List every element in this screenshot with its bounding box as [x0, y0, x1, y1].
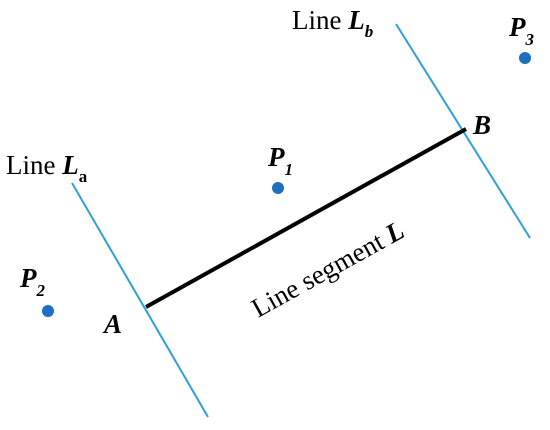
- line-la-label-sub: a: [79, 167, 88, 186]
- point-p2-label-sub: 2: [36, 281, 46, 300]
- line-lb-label: Line Lb: [292, 5, 373, 41]
- line-lb-label-sub: b: [365, 22, 374, 41]
- point-p3: [519, 52, 531, 64]
- line-la-label-main: L: [61, 150, 79, 180]
- line-segment-l: [145, 127, 467, 309]
- segment-label-main: L: [379, 215, 409, 250]
- point-p1-label-sub: 1: [285, 160, 294, 179]
- line-la: [71, 182, 209, 418]
- point-p3-label: P3: [508, 12, 535, 49]
- line-lb-label-prefix: Line: [292, 5, 341, 35]
- point-p2-label: P2: [19, 263, 46, 300]
- line-la-label: Line La: [6, 150, 88, 186]
- line-la-label-prefix: Line: [6, 150, 55, 180]
- segment-label: Line segment L: [246, 215, 409, 323]
- point-p2: [42, 305, 54, 317]
- endpoint-b-label: B: [472, 110, 491, 140]
- point-p1-label: P1: [267, 142, 293, 179]
- point-p3-label-main: P: [508, 12, 526, 42]
- line-lb-label-main: L: [347, 5, 365, 35]
- point-p2-label-main: P: [19, 263, 37, 293]
- point-p1: [272, 182, 284, 194]
- endpoint-a-label: A: [102, 309, 122, 339]
- point-p3-label-sub: 3: [525, 30, 535, 49]
- point-p1-label-main: P: [267, 142, 285, 172]
